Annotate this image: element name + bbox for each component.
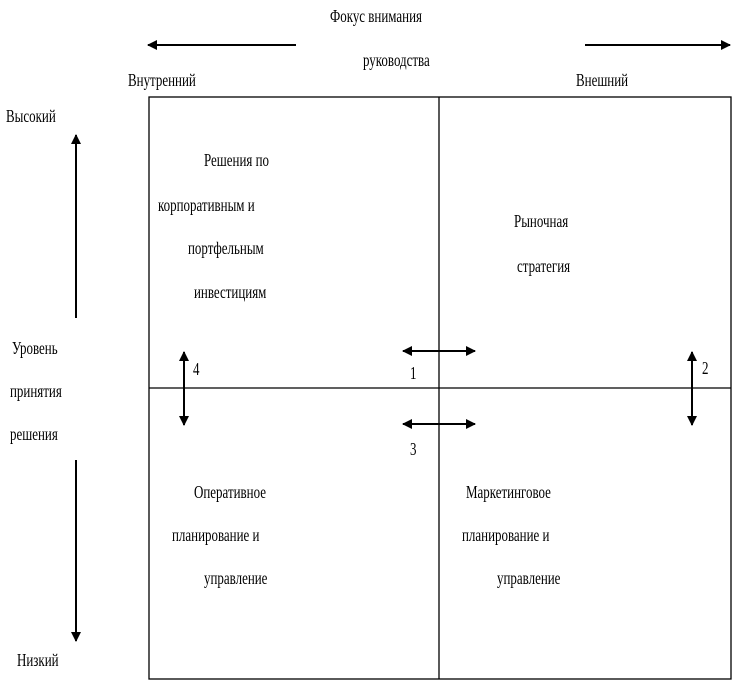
marker-4: 4 (193, 359, 200, 379)
low-label: Низкий (17, 650, 59, 670)
quadrant-bottom-right-line3: управление (497, 568, 561, 588)
marker-2: 2 (702, 358, 709, 378)
quadrant-top-left-line3: портфельным (188, 238, 264, 258)
focus-title-line1: Фокус внимания (330, 6, 423, 26)
marker-1: 1 (410, 363, 417, 383)
level-label-line2: принятия (10, 381, 62, 401)
quadrant-bottom-right-line2: планирование и (462, 525, 550, 545)
quadrant-top-left-line1: Решения по (204, 150, 270, 170)
quadrant-top-right-line2: стратегия (517, 256, 571, 276)
marker-3: 3 (410, 439, 417, 459)
quadrant-bottom-left-line2: планирование и (172, 525, 260, 545)
high-label: Высокий (6, 106, 56, 126)
internal-label: Внутренний (128, 70, 196, 90)
level-label-line3: решения (10, 424, 58, 444)
level-label-line1: Уровень (12, 338, 58, 358)
quadrant-bottom-right-line1: Маркетинговое (466, 482, 551, 502)
external-label: Внешний (576, 70, 629, 90)
quadrant-top-left-line2: корпоративным и (158, 195, 255, 215)
quadrant-bottom-left-line3: управление (204, 568, 268, 588)
quadrant-top-right-line1: Рыночная (514, 211, 569, 231)
focus-title-line2: руководства (363, 50, 430, 70)
quadrant-top-left-line4: инвестициям (194, 282, 267, 302)
quadrant-bottom-left-line1: Оперативное (194, 482, 266, 502)
